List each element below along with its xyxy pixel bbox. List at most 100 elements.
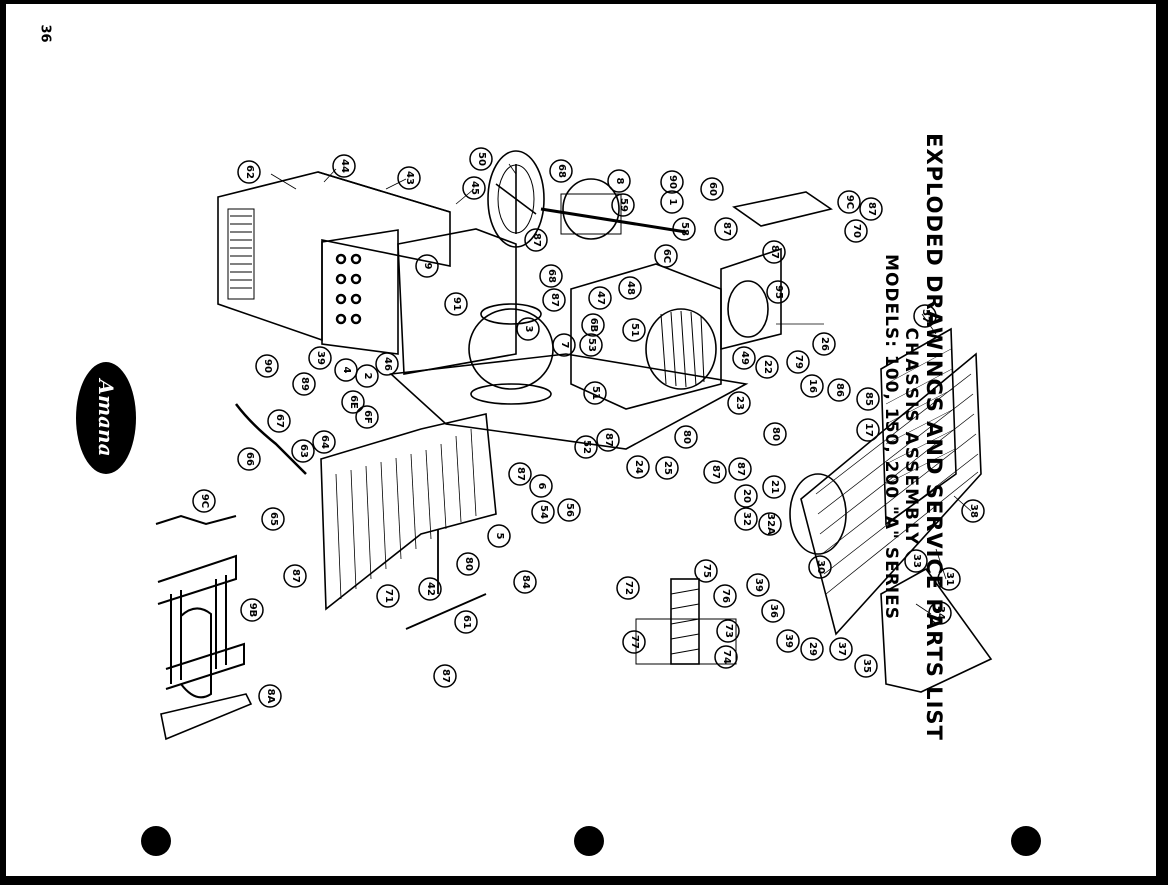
blower-housing <box>570 263 722 410</box>
part-callout: 38 <box>968 504 979 518</box>
part-callout: 68 <box>546 269 557 283</box>
part-callout: 51 <box>590 386 601 400</box>
part-callout: 8A <box>265 688 276 704</box>
part-callout: 75 <box>701 564 712 578</box>
part-callout: 87 <box>440 669 451 683</box>
part-callout: 23 <box>734 396 745 410</box>
part-callout: 32A <box>765 513 776 535</box>
part-callout: 17 <box>863 423 874 437</box>
part-callout: 95 <box>773 285 784 299</box>
part-callout: 39 <box>315 351 326 365</box>
part-callout: 16 <box>807 379 818 393</box>
part-callout: 2 <box>362 372 373 380</box>
part-callout: 9B <box>247 602 258 618</box>
binder-hole-right <box>1011 826 1041 856</box>
part-callout: 90 <box>262 359 273 373</box>
part-callout: 25 <box>662 461 673 475</box>
part-callout: 80 <box>463 557 474 571</box>
binder-hole-left <box>141 826 171 856</box>
part-callout: 77 <box>629 635 640 649</box>
part-callout: 20 <box>741 489 752 503</box>
part-callout: 59 <box>618 198 629 212</box>
heater-element <box>157 554 245 699</box>
part-callout: 87 <box>290 569 301 583</box>
part-callout: 9 <box>422 262 433 270</box>
part-callout: 39 <box>783 634 794 648</box>
drain-tube <box>235 403 307 475</box>
orifice-panel <box>720 247 782 351</box>
part-callout: 47 <box>595 291 606 305</box>
fan-motor <box>540 178 687 240</box>
front-grille <box>800 352 982 636</box>
evaporator-coil <box>320 413 497 611</box>
part-callout: 80 <box>770 427 781 441</box>
part-callout: 8 <box>614 177 625 185</box>
part-callout: 87 <box>769 245 780 259</box>
part-callout: 58 <box>679 222 690 236</box>
part-callout: 31 <box>944 572 955 586</box>
part-callout: 87 <box>531 233 542 247</box>
part-callout: 86 <box>834 383 845 397</box>
part-callout: 87 <box>721 222 732 236</box>
lower-front-panel <box>880 567 993 693</box>
part-callout: 63 <box>298 444 309 458</box>
part-callout: 85 <box>863 392 874 406</box>
part-callout: 33 <box>911 554 922 568</box>
part-callout: 7 <box>559 341 570 349</box>
part-callout: 9C <box>199 493 210 509</box>
part-callout: 72 <box>623 581 634 595</box>
part-callout: 57 <box>920 309 931 323</box>
grommet-inset <box>635 578 737 665</box>
part-callout: 1 <box>667 198 678 206</box>
part-callout: 79 <box>793 355 804 369</box>
element-clip <box>155 514 237 526</box>
part-callout: 73 <box>723 624 734 638</box>
part-callout: 32 <box>741 512 752 526</box>
part-callout: 30 <box>815 560 826 574</box>
part-callout: 45 <box>469 181 480 195</box>
part-callout: 35 <box>861 659 872 673</box>
part-callout: 64 <box>319 435 330 449</box>
part-callout: 51 <box>629 323 640 337</box>
part-callout: 6F <box>362 410 373 424</box>
part-callout: 87 <box>710 465 721 479</box>
part-callout: 70 <box>851 224 862 238</box>
part-callout: 4 <box>341 366 352 374</box>
part-callout: 62 <box>244 165 255 179</box>
part-callout: 6 <box>536 482 547 490</box>
part-callout: 9C <box>844 194 855 210</box>
base-pan <box>389 353 749 450</box>
part-callout: 89 <box>299 377 310 391</box>
cabinet-shell <box>217 171 451 342</box>
heater-bracket <box>160 693 253 741</box>
part-callout: 53 <box>586 338 597 352</box>
part-callout: 71 <box>383 589 394 603</box>
part-callout: 48 <box>625 281 636 295</box>
partition-panel <box>397 228 517 375</box>
part-callout: 87 <box>603 433 614 447</box>
part-callout: 60 <box>707 182 718 196</box>
part-callout: 22 <box>762 360 773 374</box>
part-callout: 61 <box>461 615 472 629</box>
part-callout: 76 <box>720 589 731 603</box>
part-callout: 29 <box>807 642 818 656</box>
part-callout: 3 <box>523 325 534 333</box>
part-callout: 68 <box>556 164 567 178</box>
part-callout: 87 <box>735 462 746 476</box>
air-filter <box>880 327 957 526</box>
part-callout: 37 <box>836 642 847 656</box>
condenser-coil <box>321 229 399 355</box>
rod <box>405 593 487 630</box>
part-callout: 91 <box>451 297 462 311</box>
compressor <box>468 303 554 405</box>
part-callout: 87 <box>866 202 877 216</box>
part-callout: 36 <box>768 604 779 618</box>
part-callout: 43 <box>404 171 415 185</box>
discharge-louver <box>789 473 847 555</box>
part-callout: 6C <box>661 248 672 264</box>
part-callout: 65 <box>268 512 279 526</box>
part-callout: 24 <box>633 460 644 474</box>
part-callout: 66 <box>244 452 255 466</box>
part-callout: 44 <box>339 159 350 173</box>
part-callout: 5 <box>494 532 505 540</box>
